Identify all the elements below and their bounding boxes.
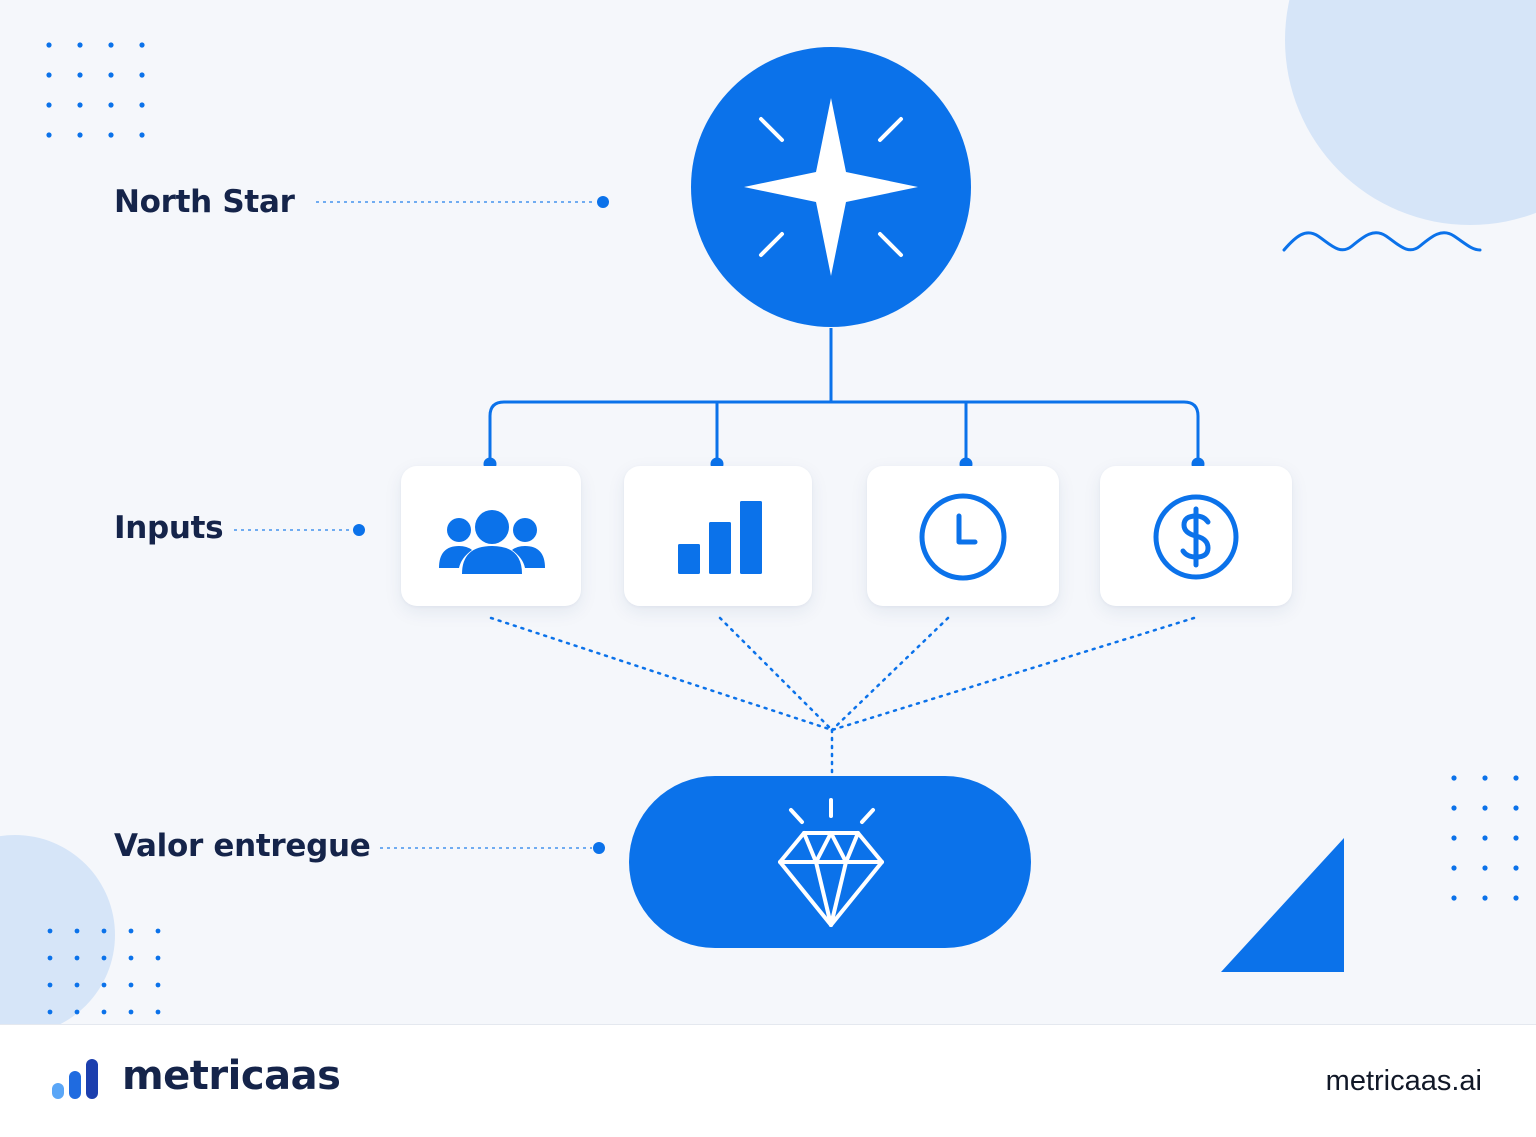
brand-logo-icon (52, 1059, 98, 1099)
decor-circle-top-right (1285, 0, 1536, 225)
decor-dot (155, 928, 161, 934)
decor-dot (1482, 775, 1488, 781)
decor-dot (1513, 775, 1519, 781)
decor-dot (128, 928, 134, 934)
decor-dot (108, 72, 114, 78)
decor-dot (47, 928, 53, 934)
input-card-users (401, 466, 581, 606)
decor-dot (128, 982, 134, 988)
decor-dot (155, 982, 161, 988)
decor-dot (46, 72, 52, 78)
decor-dot (47, 982, 53, 988)
decor-dot (1451, 835, 1457, 841)
decor-dot (139, 72, 145, 78)
sparkle-star-icon (744, 98, 918, 276)
decor-dot (1451, 865, 1457, 871)
label-value-delivered: Valor entregue (114, 828, 371, 864)
decor-dot (1451, 895, 1457, 901)
decor-dot (46, 132, 52, 138)
decor-dot (77, 132, 83, 138)
decor-dot (101, 982, 107, 988)
decor-dot (1513, 865, 1519, 871)
decor-dot (101, 928, 107, 934)
brand-name: metricaas (122, 1053, 341, 1099)
footer-url[interactable]: metricaas.ai (1325, 1065, 1482, 1097)
diamond-icon (778, 798, 884, 927)
decor-dot (1482, 835, 1488, 841)
users-icon (439, 510, 545, 574)
decor-dot (108, 42, 114, 48)
leader-dot-north-star (597, 196, 609, 208)
decor-wave (1282, 231, 1482, 252)
decor-dot (1482, 865, 1488, 871)
decor-dot (128, 1009, 134, 1015)
decor-dot (46, 102, 52, 108)
decor-dot (1451, 805, 1457, 811)
decor-dots-right (1451, 775, 1519, 901)
input-card-clock (867, 466, 1059, 606)
decor-dots-top-left (46, 42, 145, 138)
label-inputs: Inputs (114, 510, 224, 546)
decor-dot (1482, 805, 1488, 811)
diagram-connectors (0, 0, 1536, 1024)
decor-dot (1451, 775, 1457, 781)
decor-dot (108, 102, 114, 108)
leader-dot-inputs (353, 524, 365, 536)
decor-dot (1513, 805, 1519, 811)
decor-dot (74, 928, 80, 934)
decor-dot (77, 42, 83, 48)
decor-dot (139, 102, 145, 108)
decor-dot (139, 132, 145, 138)
decor-dot (1513, 895, 1519, 901)
label-north-star: North Star (114, 184, 295, 220)
decor-dot (108, 132, 114, 138)
decor-dot (139, 42, 145, 48)
decor-dot (46, 42, 52, 48)
decor-dot (77, 102, 83, 108)
decor-dot (47, 1009, 53, 1015)
decor-dot (74, 955, 80, 961)
diagram-canvas: North Star Inputs Valor entregue (0, 0, 1536, 1024)
decor-dot (74, 982, 80, 988)
decor-dot (155, 955, 161, 961)
decor-dots-bottom-left (47, 928, 161, 1015)
input-card-bar-chart (624, 466, 812, 606)
bar-chart-icon (678, 501, 762, 574)
decor-dot (101, 1009, 107, 1015)
decor-dot (155, 1009, 161, 1015)
input-card-dollar (1100, 466, 1292, 606)
decor-dot (1513, 835, 1519, 841)
tree-connector (488, 328, 1200, 458)
leader-dot-value (593, 842, 605, 854)
decor-triangle (1221, 838, 1344, 972)
clock-icon (919, 493, 1007, 581)
footer: metricaas metricaas.ai (0, 1024, 1536, 1137)
decor-dot (128, 955, 134, 961)
converging-lines (489, 616, 1196, 777)
decor-dot (74, 1009, 80, 1015)
decor-dot (77, 72, 83, 78)
dollar-icon (1153, 494, 1239, 580)
decor-circle-bottom-left (0, 835, 115, 1024)
decor-dot (47, 955, 53, 961)
decor-dot (1482, 895, 1488, 901)
decor-dot (101, 955, 107, 961)
